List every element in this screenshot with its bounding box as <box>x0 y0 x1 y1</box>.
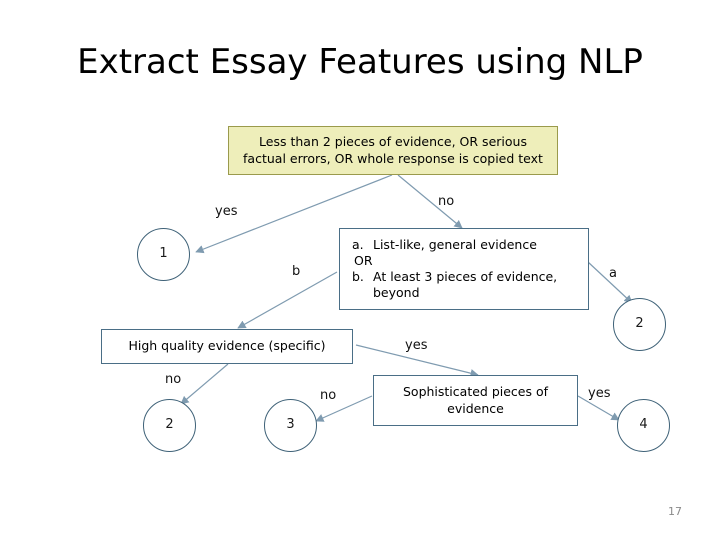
score-1-label: 1 <box>159 246 168 262</box>
score-2-left-label: 2 <box>165 417 174 433</box>
page-number: 17 <box>668 505 682 518</box>
edge-label-yes-sophisticated: yes <box>588 386 611 401</box>
ab-item-a-text: List-like, general evidence <box>373 236 537 252</box>
node-score-2-right[interactable]: 2 <box>613 298 666 351</box>
sophisticated-evidence-line-1: Sophisticated pieces of <box>402 384 549 400</box>
node-score-4[interactable]: 4 <box>617 399 670 452</box>
edge-label-no-high-quality: no <box>165 372 182 387</box>
ab-item-b-text: At least 3 pieces of evidence, <box>373 269 558 284</box>
edge-label-a-right: a <box>609 266 617 281</box>
score-3-label: 3 <box>286 417 295 433</box>
edge-label-yes-high-quality: yes <box>405 338 428 353</box>
ab-item-or: OR <box>354 252 373 268</box>
ab-item-b-continuation: beyond <box>373 285 420 301</box>
sophisticated-evidence-line-2: evidence <box>447 400 504 416</box>
high-quality-evidence-label: High quality evidence (specific) <box>128 338 326 354</box>
edge-highquality-to-score2left <box>180 363 229 405</box>
node-high-quality-evidence[interactable]: High quality evidence (specific) <box>101 329 353 364</box>
node-root-condition[interactable]: Less than 2 pieces of evidence, OR serio… <box>228 126 558 175</box>
edge-label-yes-top: yes <box>215 204 238 219</box>
node-score-3[interactable]: 3 <box>264 399 317 452</box>
score-2-right-label: 2 <box>635 316 644 332</box>
root-condition-line-1: Less than 2 pieces of evidence, OR serio… <box>259 134 527 150</box>
edge-label-b-left: b <box>292 264 301 279</box>
node-score-1[interactable]: 1 <box>137 228 190 281</box>
ab-item-b: b. At least 3 pieces of evidence, <box>352 269 557 285</box>
ab-item-a: a. List-like, general evidence <box>352 237 537 253</box>
ab-item-a-marker: a. <box>352 236 364 252</box>
node-score-2-left[interactable]: 2 <box>143 399 196 452</box>
node-ab-condition[interactable]: a. List-like, general evidence OR b. At … <box>339 228 589 310</box>
root-condition-line-2: factual errors, OR whole response is cop… <box>243 150 543 166</box>
edge-label-no-sophisticated: no <box>320 388 337 403</box>
score-4-label: 4 <box>639 417 648 433</box>
edge-ab-to-highquality <box>237 271 338 329</box>
node-sophisticated-evidence[interactable]: Sophisticated pieces of evidence <box>373 375 578 426</box>
edge-label-no-top: no <box>438 194 455 209</box>
ab-item-b-marker: b. <box>352 269 364 284</box>
page-title: Extract Essay Features using NLP <box>77 42 643 82</box>
